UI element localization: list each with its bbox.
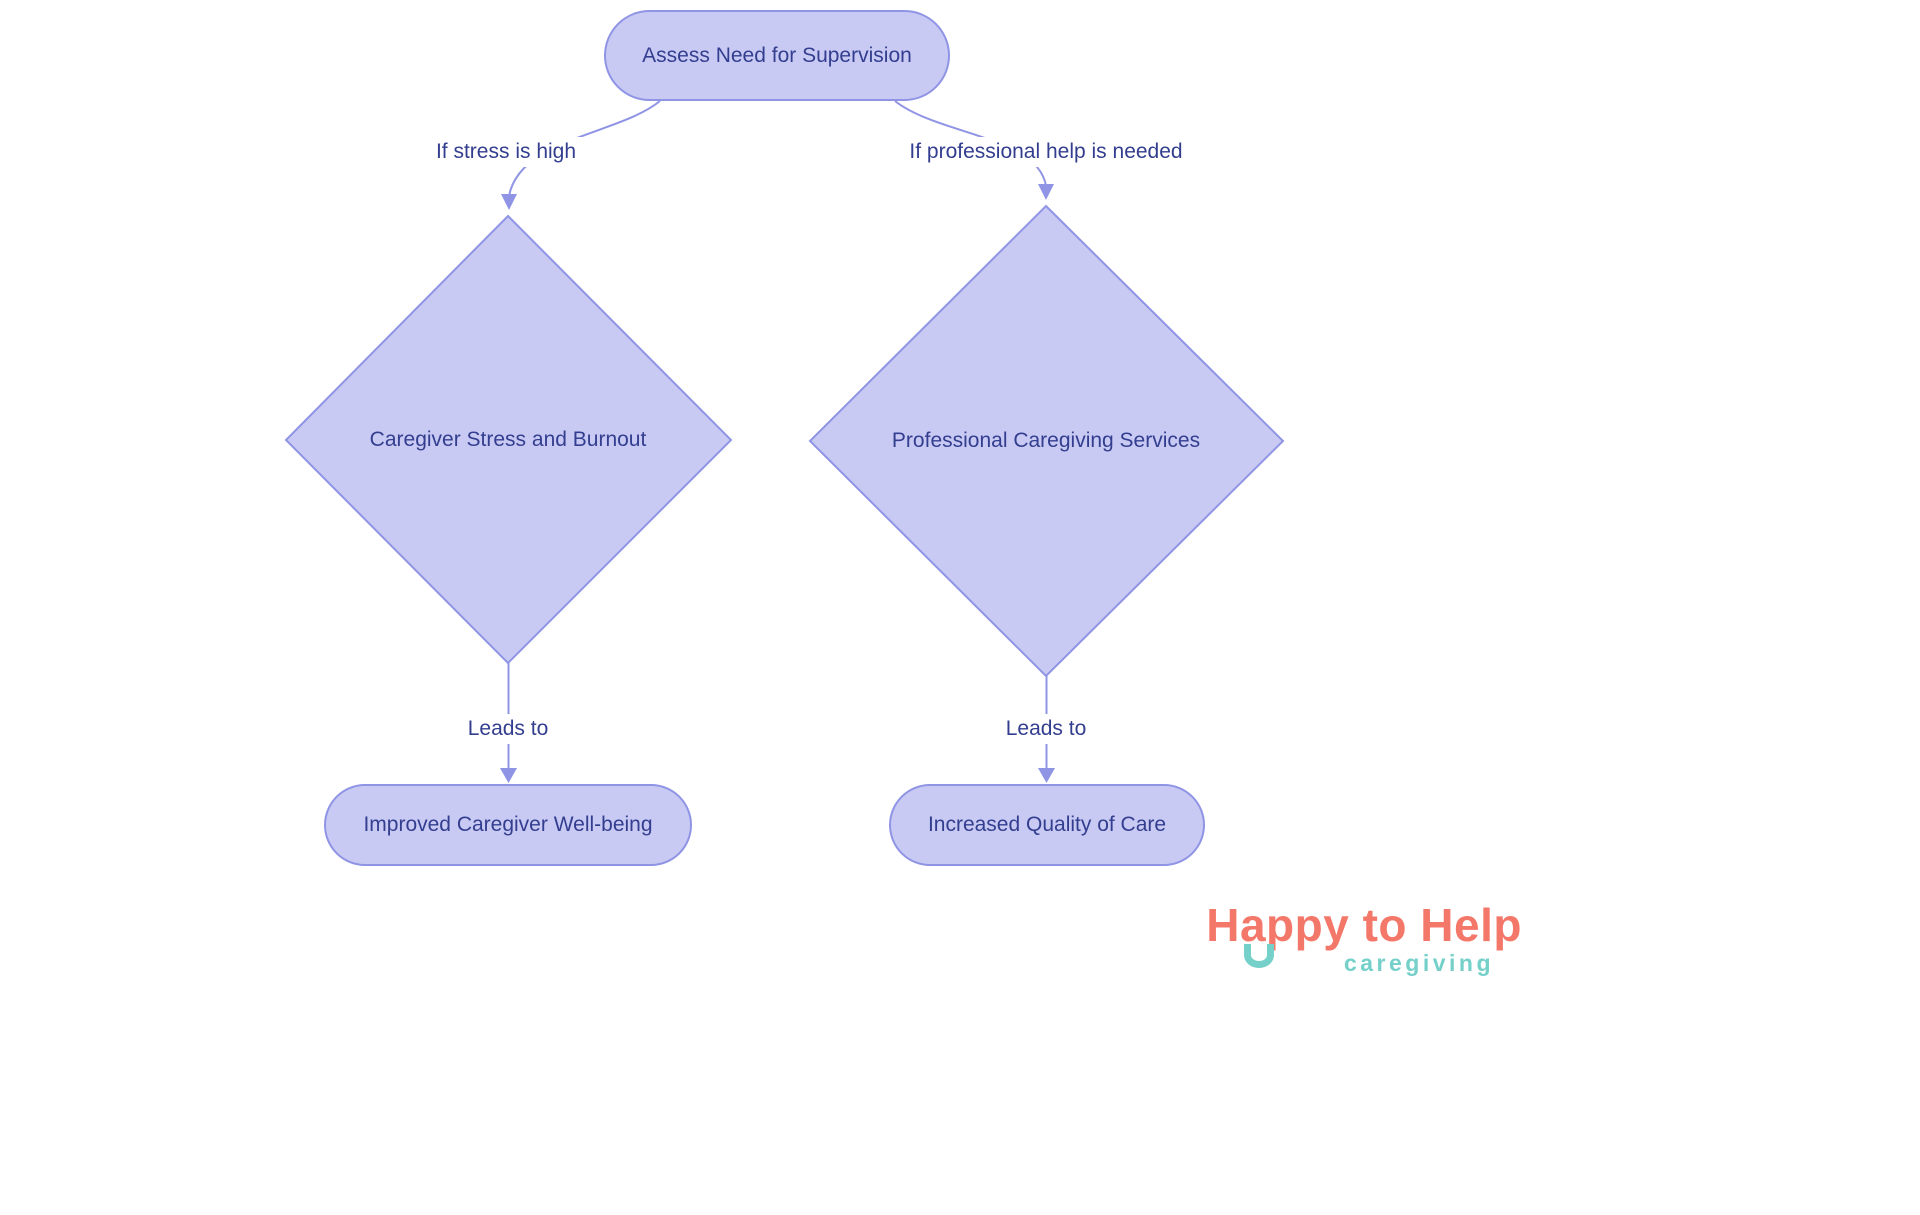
node-assess-need-label: Assess Need for Supervision bbox=[642, 43, 912, 67]
brand-logo: Happy to Help caregiving bbox=[1160, 898, 1522, 986]
arrowhead-wellbeing bbox=[500, 768, 517, 783]
edge-label-stress-leads: Leads to bbox=[459, 714, 557, 744]
edge-label-professional-condition: If professional help is needed bbox=[901, 137, 1191, 167]
smile-icon bbox=[1244, 944, 1274, 968]
node-assess-need: Assess Need for Supervision bbox=[604, 10, 950, 101]
logo-title: Happy to Help bbox=[1206, 899, 1522, 951]
arrowhead-quality bbox=[1038, 768, 1055, 783]
node-professional-services-label: Professional Caregiving Services bbox=[891, 429, 1201, 452]
node-increased-quality-label: Increased Quality of Care bbox=[927, 813, 1167, 836]
logo-subtitle: caregiving bbox=[1343, 950, 1494, 976]
node-improved-wellbeing-label: Improved Caregiver Well-being bbox=[363, 813, 653, 836]
arrowhead-stress bbox=[501, 194, 517, 210]
edge-label-professional-leads: Leads to bbox=[997, 714, 1095, 744]
arrowhead-professional bbox=[1038, 184, 1054, 200]
edge-label-stress-condition: If stress is high bbox=[427, 137, 585, 167]
node-improved-wellbeing: Improved Caregiver Well-being bbox=[324, 784, 692, 866]
node-increased-quality: Increased Quality of Care bbox=[889, 784, 1205, 866]
node-caregiver-stress-label: Caregiver Stress and Burnout bbox=[369, 428, 647, 451]
